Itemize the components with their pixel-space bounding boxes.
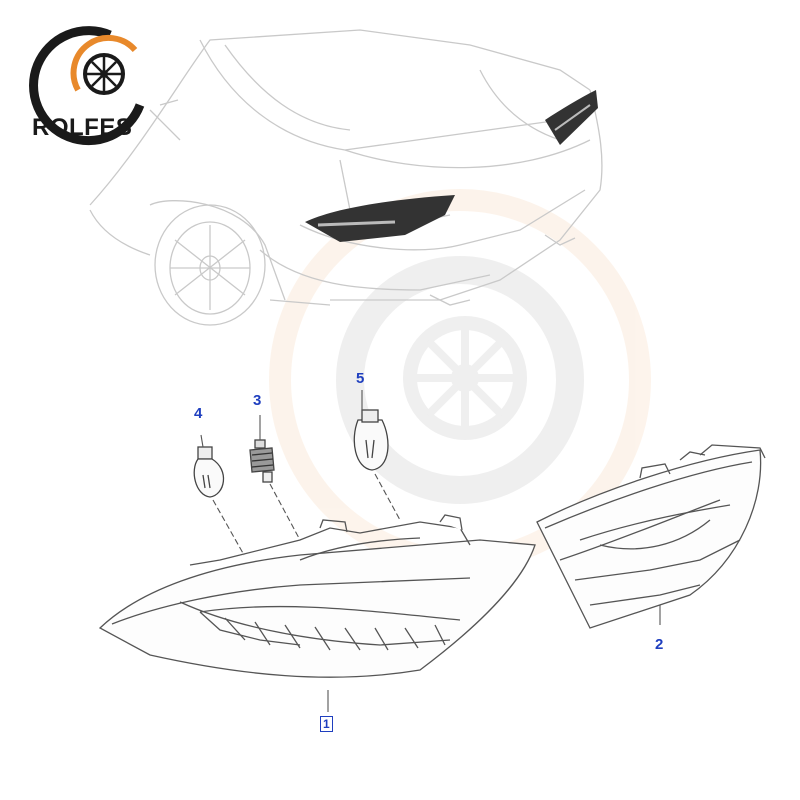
- callout-2: 2: [655, 636, 664, 653]
- tail-lamp-inner: [536, 449, 762, 629]
- car-rear-outline: [89, 29, 603, 326]
- callout-3: 3: [253, 392, 262, 409]
- brand-name: ROLFES: [32, 114, 133, 141]
- callout-5: 5: [356, 370, 365, 387]
- bulb-4: [193, 446, 225, 498]
- tail-lamp-outer: [98, 514, 536, 678]
- lamp-inner-frame: [699, 444, 766, 459]
- wheel-icon: [83, 53, 125, 95]
- callout-4: 4: [194, 405, 203, 422]
- brand-logo: [29, 26, 145, 146]
- car-taillights: [305, 90, 598, 242]
- bulb-5: [353, 409, 389, 471]
- bulb-3: [249, 439, 275, 483]
- wheel-icon: [403, 316, 527, 440]
- callout-1: 1: [320, 716, 333, 732]
